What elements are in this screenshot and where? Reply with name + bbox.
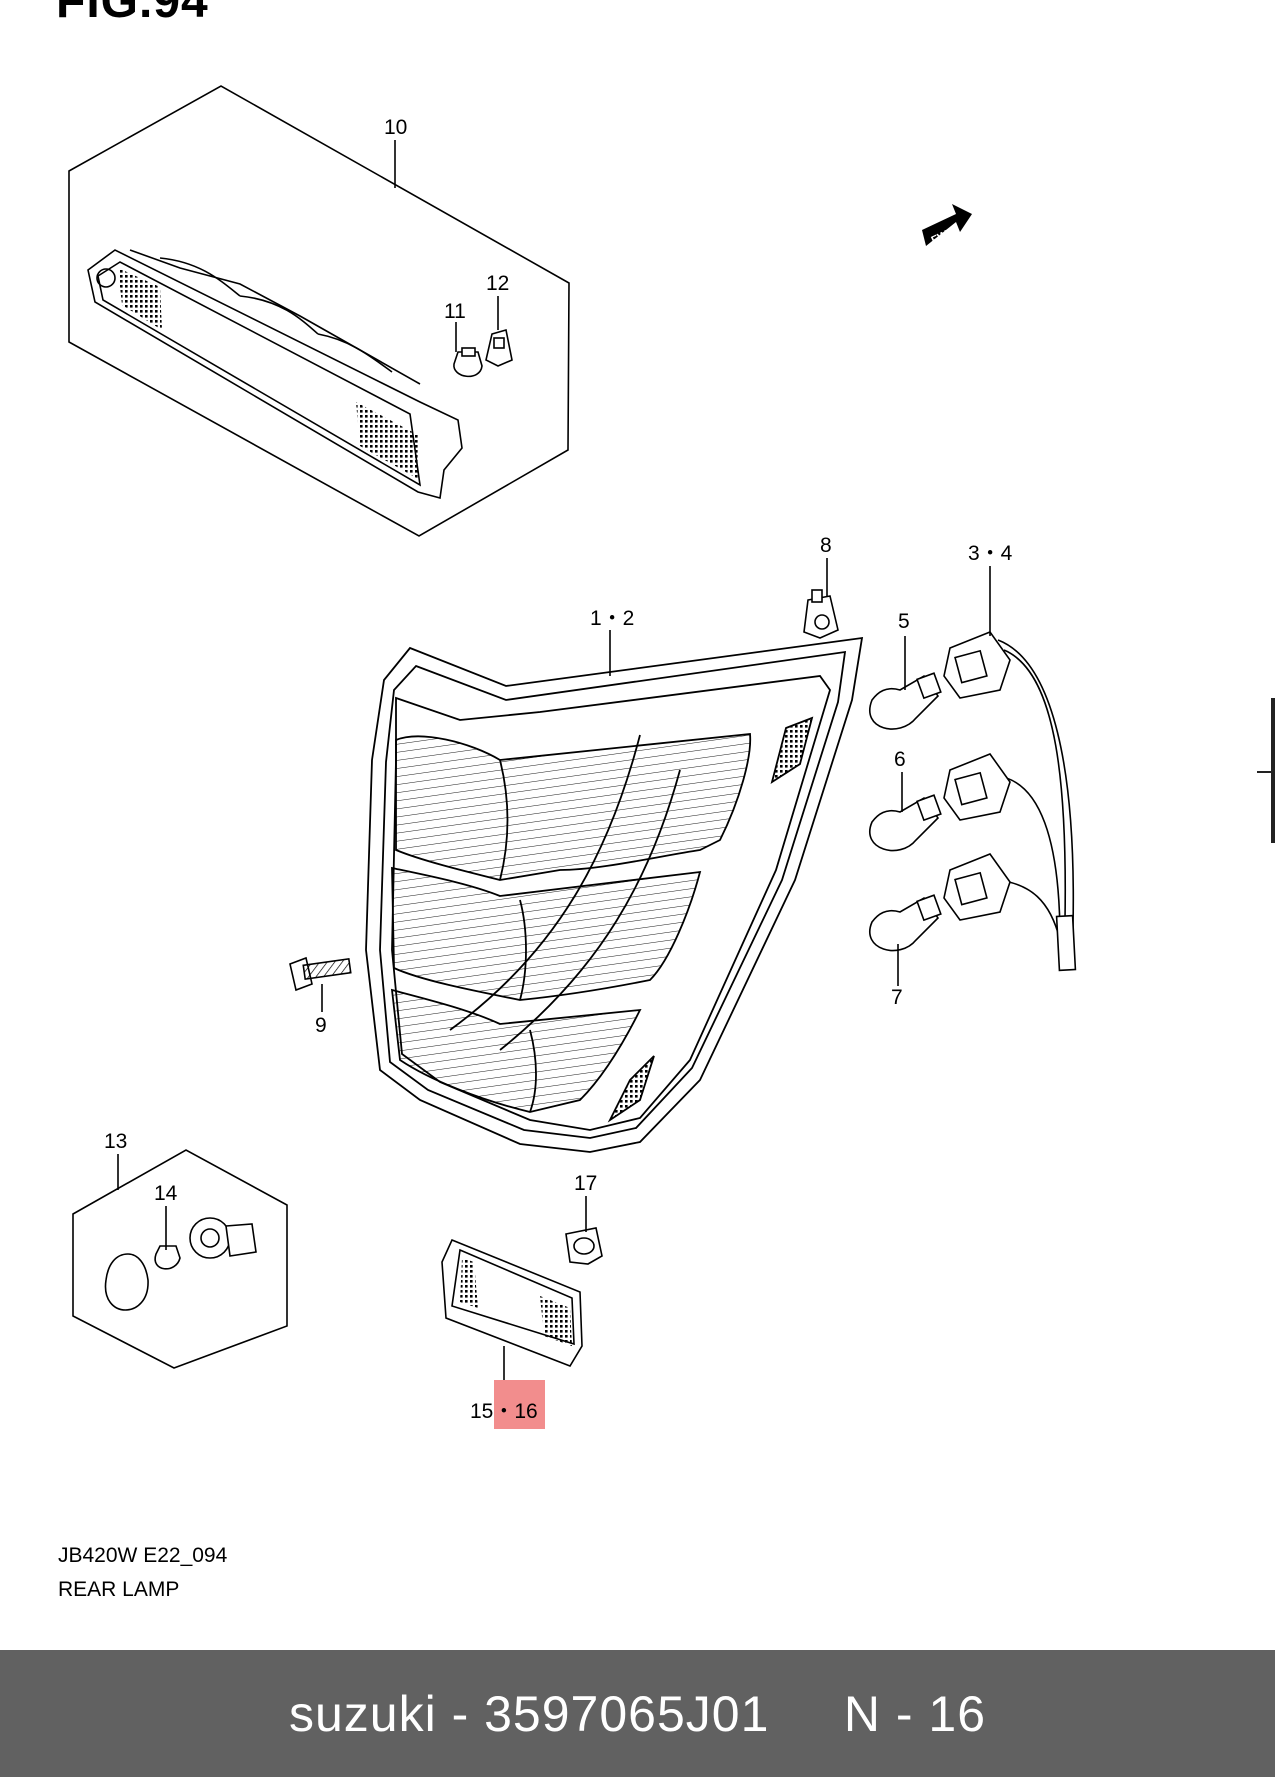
clip-8 xyxy=(803,589,839,639)
callout-5: 5 xyxy=(898,610,910,633)
callout-8: 8 xyxy=(820,534,832,557)
callout-14: 14 xyxy=(154,1182,178,1205)
callout-1-2: 1・2 xyxy=(590,607,634,630)
footer-part-number: suzuki - 3597065J01 N - 16 xyxy=(288,1685,987,1742)
edge-scrollbar[interactable] xyxy=(1271,698,1275,843)
socket-12 xyxy=(485,328,513,367)
side-reflector xyxy=(441,1238,583,1367)
figure-code: JB420W E22_094 xyxy=(58,1544,228,1567)
diagram-viewer: FIG.94 xyxy=(56,0,1275,1601)
socket-4a xyxy=(943,753,1011,821)
callout-12: 12 xyxy=(486,272,509,295)
highlighted-part-marker xyxy=(494,1380,545,1429)
screw-9 xyxy=(289,956,352,992)
bulb-11 xyxy=(453,347,483,378)
callout-11: 11 xyxy=(444,300,466,323)
fwd-arrow-icon: FWD xyxy=(922,204,972,247)
callout-10: 10 xyxy=(384,116,407,139)
high-mount-stop-lamp xyxy=(87,249,463,500)
figure-name: REAR LAMP xyxy=(58,1578,180,1601)
callout-3-4: 3・4 xyxy=(968,542,1013,565)
footer-bar: suzuki - 3597065J01 N - 16 xyxy=(0,1650,1275,1777)
rear-combination-lamp xyxy=(365,636,864,1153)
socket-4b xyxy=(943,853,1011,921)
bulb-6 xyxy=(869,794,942,852)
bulb-14 xyxy=(154,1245,181,1270)
side-lamp-bulb xyxy=(104,1253,149,1311)
socket-3 xyxy=(943,631,1011,699)
nut-17 xyxy=(565,1227,603,1265)
figure-title: FIG.94 xyxy=(56,0,209,28)
bulb-5 xyxy=(869,672,942,730)
callout-7: 7 xyxy=(891,986,903,1009)
bulb-7 xyxy=(869,894,942,952)
rear-lamp-diagram: FWD xyxy=(68,85,1077,1390)
side-lamp-box xyxy=(72,1149,288,1369)
high-mount-lamp-box xyxy=(68,85,570,537)
callout-15-16: 15・16 xyxy=(470,1400,538,1423)
edge-tick xyxy=(1257,771,1275,773)
callout-17: 17 xyxy=(574,1172,597,1195)
callout-9: 9 xyxy=(315,1014,327,1037)
side-lamp-socket xyxy=(189,1217,257,1259)
wire-harness xyxy=(997,639,1077,972)
callout-13: 13 xyxy=(104,1130,127,1153)
callout-6: 6 xyxy=(894,748,906,771)
